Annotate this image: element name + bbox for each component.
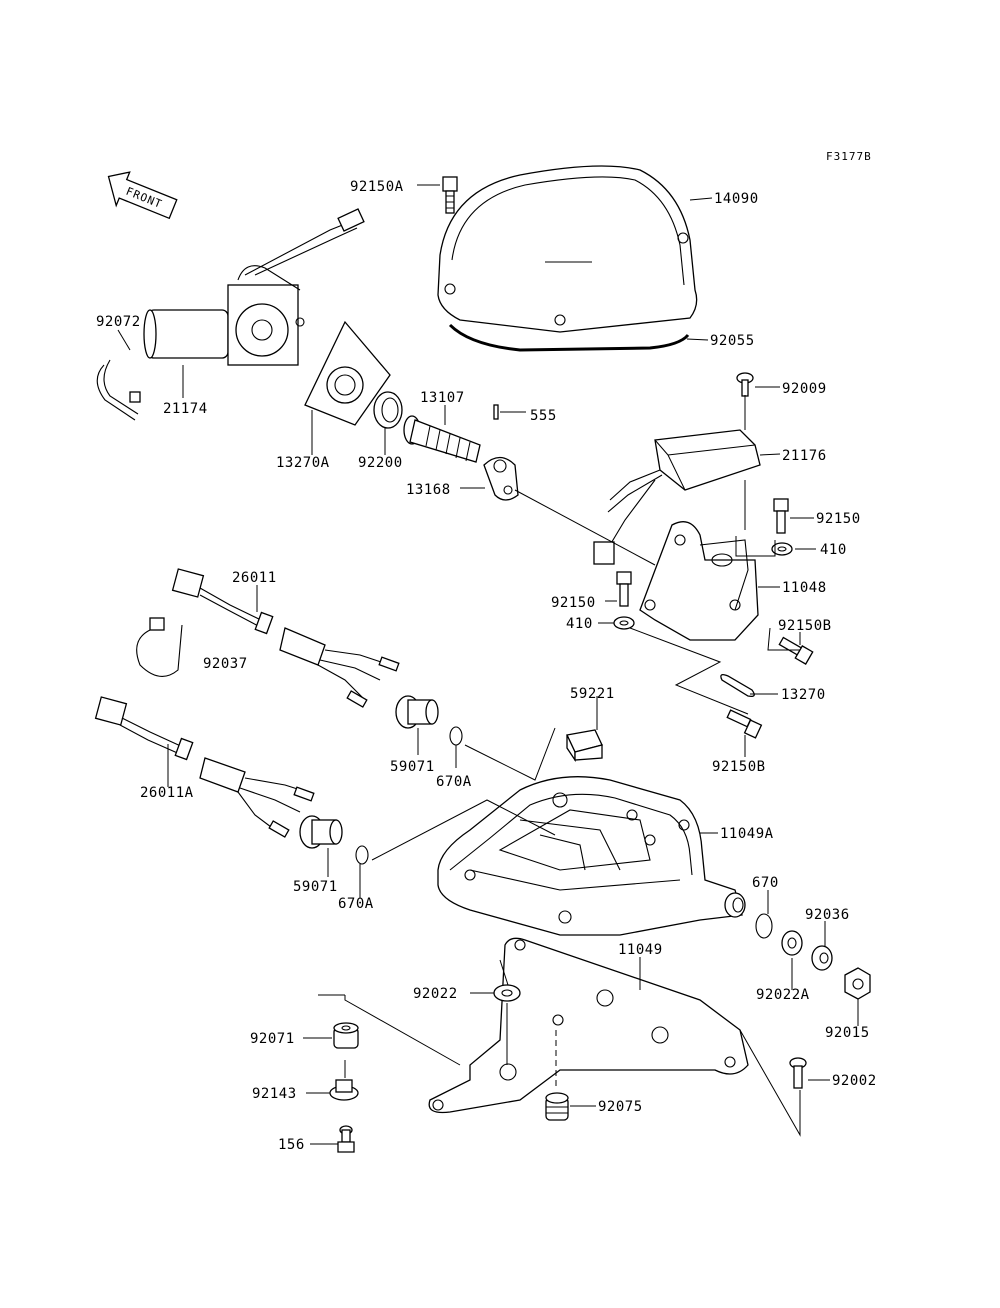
washer-92200: [373, 391, 403, 429]
damper-92075: [545, 1092, 569, 1121]
label-13168: 13168: [406, 482, 451, 498]
bolt-92150B-lower: [726, 709, 763, 739]
screw-92009: [736, 372, 754, 397]
plate-11049: [428, 937, 749, 1114]
collar-92143: [329, 1079, 359, 1101]
label-21174: 21174: [163, 401, 208, 417]
band-92037: [136, 617, 183, 677]
oring-670: [755, 913, 773, 939]
washer-410-upper: [771, 542, 793, 556]
label-92072: 92072: [96, 314, 141, 330]
label-156: 156: [278, 1137, 305, 1153]
label-410-upper: 410: [820, 542, 847, 558]
band-92072: [96, 359, 141, 421]
front-arrow-icon: FRONT: [107, 171, 178, 220]
pin-555: [493, 404, 499, 420]
label-26011A: 26011A: [140, 785, 194, 801]
motor-21174: [143, 208, 365, 366]
label-92022A: 92022A: [756, 987, 810, 1003]
label-92022: 92022: [413, 986, 458, 1002]
label-555: 555: [530, 408, 557, 424]
harness-26011: [171, 568, 400, 708]
label-26011: 26011: [232, 570, 277, 586]
oring-670A-upper: [449, 726, 463, 746]
label-92200: 92200: [358, 455, 403, 471]
washer-92022A: [781, 930, 803, 956]
label-11048: 11048: [782, 580, 827, 596]
label-92150-upper: 92150: [816, 511, 861, 527]
bolt-92150-upper: [773, 498, 789, 534]
link-13270: [720, 674, 755, 698]
label-670A-upper: 670A: [436, 774, 472, 790]
module-21176: [593, 429, 761, 565]
collar-92036: [811, 945, 833, 971]
oring-670A-lower: [355, 845, 369, 865]
label-13270A: 13270A: [276, 455, 330, 471]
label-92150A: 92150A: [350, 179, 404, 195]
bolt-92150A: [442, 176, 458, 214]
label-13107: 13107: [420, 390, 465, 406]
damper-92071: [333, 1022, 359, 1049]
label-92037: 92037: [203, 656, 248, 672]
label-410-left: 410: [566, 616, 593, 632]
label-92015: 92015: [825, 1025, 870, 1041]
bracket-11048: [639, 521, 759, 641]
label-59221: 59221: [570, 686, 615, 702]
leader-lines: [117, 184, 859, 1145]
bolt-156: [337, 1125, 355, 1153]
harness-26011A: [94, 696, 315, 838]
label-92002: 92002: [832, 1073, 877, 1089]
label-11049: 11049: [618, 942, 663, 958]
label-92150-left: 92150: [551, 595, 596, 611]
label-92150B-upper: 92150B: [778, 618, 832, 634]
shaft-13107: [403, 415, 481, 463]
arm-13168: [483, 456, 519, 501]
gasket-13270A: [304, 320, 391, 426]
label-92009: 92009: [782, 381, 827, 397]
label-670: 670: [752, 875, 779, 891]
label-92150B-lower: 92150B: [712, 759, 766, 775]
fitting-59071-upper: [395, 695, 439, 729]
label-670A-lower: 670A: [338, 896, 374, 912]
label-92071: 92071: [250, 1031, 295, 1047]
figure-code: F3177B: [826, 150, 872, 163]
label-92143: 92143: [252, 1086, 297, 1102]
label-92036: 92036: [805, 907, 850, 923]
bolt-92150-left: [616, 571, 632, 607]
grommet-92022: [493, 984, 521, 1002]
bolt-92002: [789, 1057, 807, 1089]
label-59071-upper: 59071: [390, 759, 435, 775]
nut-92015: [844, 967, 871, 1000]
connector-59221: [566, 729, 603, 763]
fitting-59071-lower: [299, 815, 343, 849]
label-92055: 92055: [710, 333, 755, 349]
bolt-92150B-upper: [778, 636, 814, 665]
label-13270: 13270: [781, 687, 826, 703]
label-11049A: 11049A: [720, 826, 774, 842]
label-92075: 92075: [598, 1099, 643, 1115]
case-11049A: [437, 776, 746, 936]
label-14090: 14090: [714, 191, 759, 207]
washer-410-left: [613, 616, 635, 630]
cover-14090: [437, 165, 698, 352]
label-21176: 21176: [782, 448, 827, 464]
label-59071-lower: 59071: [293, 879, 338, 895]
